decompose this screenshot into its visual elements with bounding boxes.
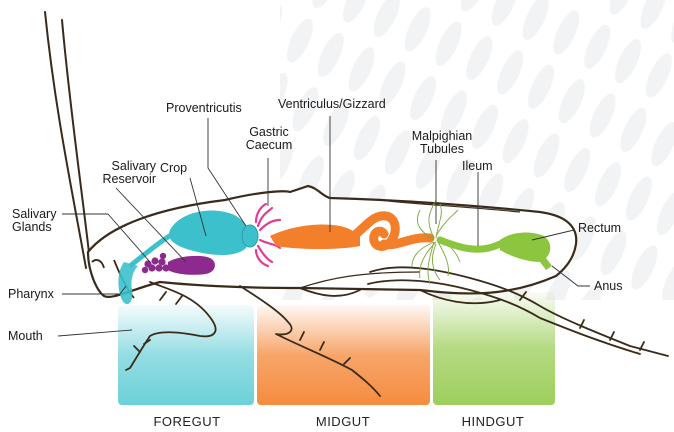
label-rectum: Rectum (578, 222, 621, 235)
label-gastric-caecum-line2: Caecum (241, 139, 297, 152)
region-label-midgut: MIDGUT (278, 414, 408, 429)
hindgut-region (433, 292, 555, 405)
label-malpighian-tubules: Malpighian Tubules (404, 130, 480, 156)
label-malpighian-line2: Tubules (404, 143, 480, 156)
midgut-region (257, 305, 430, 405)
region-label-foregut: FOREGUT (122, 414, 252, 429)
label-ventriculus: Ventriculus/Gizzard (278, 98, 386, 111)
label-pharynx: Pharynx (8, 288, 54, 301)
label-proventriculus: Proventricutis (166, 102, 242, 115)
label-gastric-caecum: Gastric Caecum (241, 126, 297, 152)
label-salivary-glands-line2: Glands (12, 221, 56, 234)
region-label-hindgut: HINDGUT (428, 414, 558, 429)
proventriculus-organ (242, 225, 258, 247)
label-anus: Anus (594, 280, 623, 293)
label-crop: Crop (160, 162, 187, 175)
label-ileum: Ileum (462, 160, 493, 173)
label-salivary-reservoir: Salivary Reservoir (98, 160, 156, 186)
label-mouth: Mouth (8, 330, 43, 343)
label-salivary-glands: Salivary Glands (12, 208, 56, 234)
label-salivary-reservoir-line2: Reservoir (98, 173, 156, 186)
